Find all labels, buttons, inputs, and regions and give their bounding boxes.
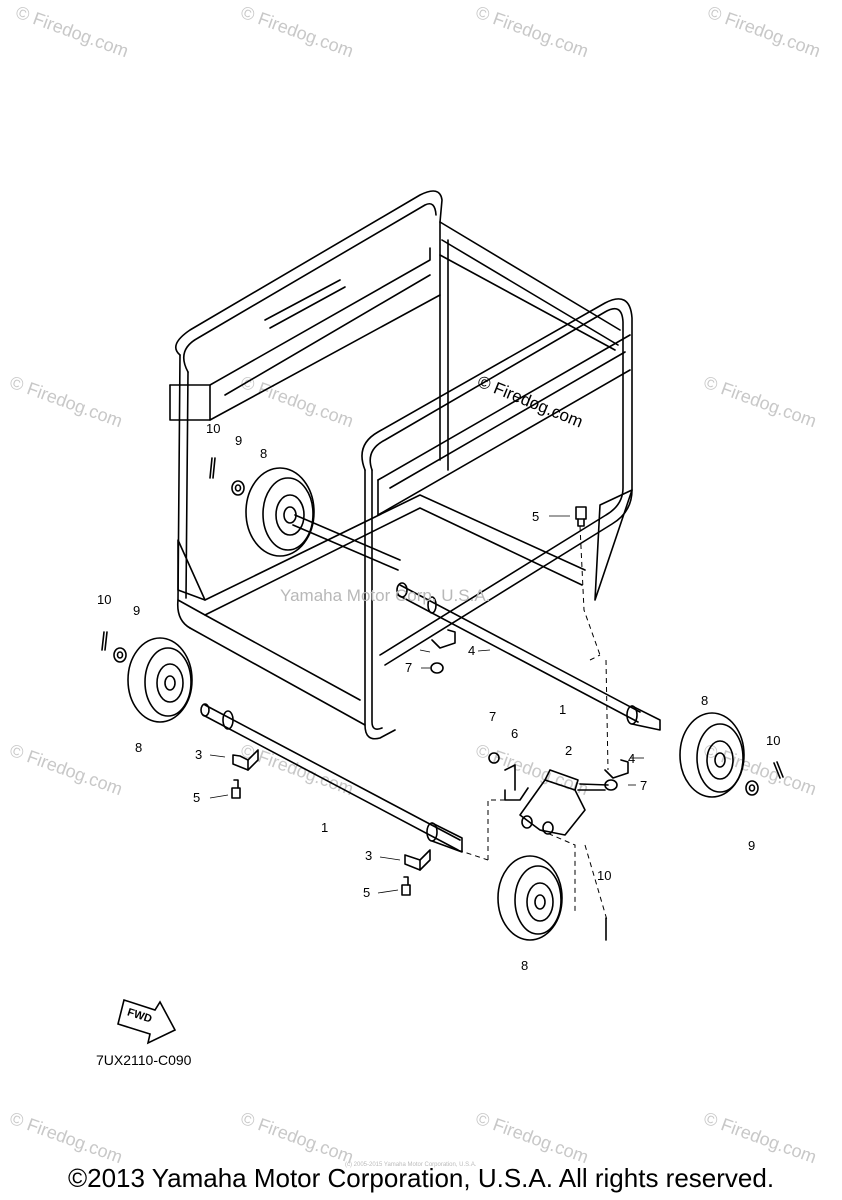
callout: 4 — [468, 643, 476, 658]
wheel — [245, 467, 315, 557]
callout: 9 — [235, 433, 243, 448]
callout: 10 — [206, 421, 221, 436]
callout: 1 — [559, 702, 567, 717]
center-watermark: Yamaha Motor Corp. U.S.A. — [280, 586, 491, 605]
callout: 7 — [489, 709, 497, 724]
callout: 8 — [701, 693, 709, 708]
callout: 2 — [565, 743, 573, 758]
callout: 7 — [640, 778, 648, 793]
callout: 8 — [521, 958, 529, 973]
callout: 5 — [532, 509, 540, 524]
callout: 4 — [628, 751, 636, 766]
callout: 10 — [97, 592, 112, 607]
fwd-arrow — [117, 998, 177, 1045]
callout: 10 — [766, 733, 781, 748]
fine-print: (c) 2005-2015 Yamaha Motor Corporation, … — [345, 1162, 477, 1168]
callout: 8 — [260, 446, 268, 461]
callout: 3 — [365, 848, 373, 863]
callout: 6 — [511, 726, 519, 741]
callout: 9 — [748, 838, 756, 853]
copyright: ©2013 Yamaha Motor Corporation, U.S.A. A… — [67, 1163, 775, 1193]
callout: 5 — [193, 790, 201, 805]
callout: 5 — [363, 885, 371, 900]
callout: 3 — [195, 747, 203, 762]
callout: 7 — [405, 660, 413, 675]
figure-id: 7UX2110-C090 — [96, 1052, 192, 1068]
callout: 10 — [597, 868, 612, 883]
callout: 1 — [321, 820, 329, 835]
callout: 9 — [133, 603, 141, 618]
callout: 8 — [135, 740, 143, 755]
